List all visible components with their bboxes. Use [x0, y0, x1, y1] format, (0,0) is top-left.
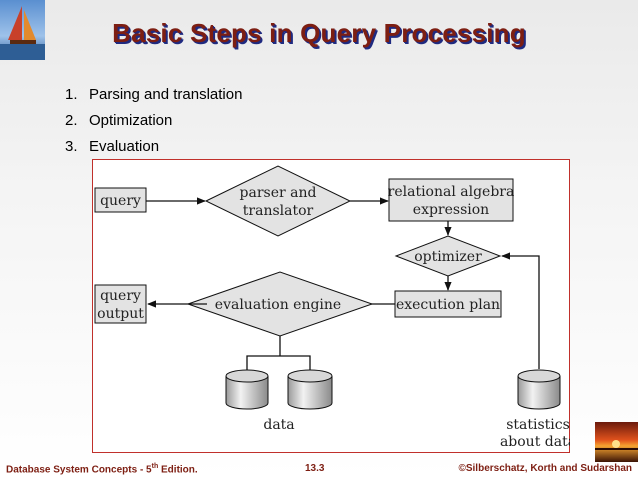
- footer-book-prefix: Database System Concepts - 5: [6, 464, 152, 476]
- evaluation-engine-label: evaluation engine: [215, 297, 341, 313]
- footer-copyright: ©Silberschatz, Korth and Sudarshan: [458, 463, 632, 474]
- query-label: query: [100, 193, 141, 209]
- evaluation-engine-diamond: [186, 271, 374, 337]
- sailboat-logo-icon: [0, 0, 45, 60]
- relational-algebra-box: [388, 178, 514, 222]
- data-cylinder-icon: [225, 369, 269, 410]
- step-text: Optimization: [89, 112, 173, 129]
- steps-list: 1. Parsing and translation 2. Optimization…: [65, 86, 242, 164]
- data-label: data: [263, 417, 294, 433]
- data-cylinder-icon: [287, 369, 333, 410]
- statistics-label-1: statistics: [506, 417, 570, 433]
- step-text: Evaluation: [89, 138, 160, 155]
- data-connector-branch: [246, 355, 311, 371]
- query-output-label-1: query: [100, 288, 141, 304]
- footer-book-sup: th: [151, 463, 159, 470]
- sunset-logo-icon: [595, 422, 638, 462]
- optimizer-diamond: [394, 235, 502, 277]
- footer-book-suffix: Edition.: [158, 464, 198, 476]
- execution-plan-label: execution plan: [396, 297, 500, 313]
- relational-label-1: relational algebra: [388, 184, 515, 200]
- query-processing-diagram: query parser and translator relational a…: [94, 165, 570, 450]
- footer-page-number: 13.3: [305, 463, 325, 474]
- parser-label-2: translator: [243, 203, 314, 219]
- list-item: 2. Optimization: [65, 112, 242, 138]
- arrow-statistics-to-optimizer: [501, 252, 540, 369]
- query-output-label-2: output: [97, 306, 144, 322]
- execution-plan-box: [394, 290, 502, 318]
- step-text: Parsing and translation: [89, 86, 243, 103]
- step-number: 2.: [65, 112, 78, 129]
- footer-book-title: Database System Concepts - 5th Edition.: [6, 463, 198, 475]
- statistics-label-2: about data: [500, 434, 570, 450]
- query-box: [94, 187, 147, 213]
- statistics-cylinder-icon: [517, 369, 561, 410]
- list-item: 1. Parsing and translation: [65, 86, 242, 112]
- relational-label-2: expression: [413, 202, 489, 218]
- parser-label-1: parser and: [240, 185, 317, 201]
- query-output-box: [94, 284, 147, 324]
- step-number: 1.: [65, 86, 78, 103]
- list-item: 3. Evaluation: [65, 138, 242, 164]
- optimizer-label: optimizer: [414, 249, 482, 265]
- step-number: 3.: [65, 138, 78, 155]
- parser-diamond: [204, 165, 352, 237]
- slide-title: Basic Steps in Query Processing: [112, 18, 526, 48]
